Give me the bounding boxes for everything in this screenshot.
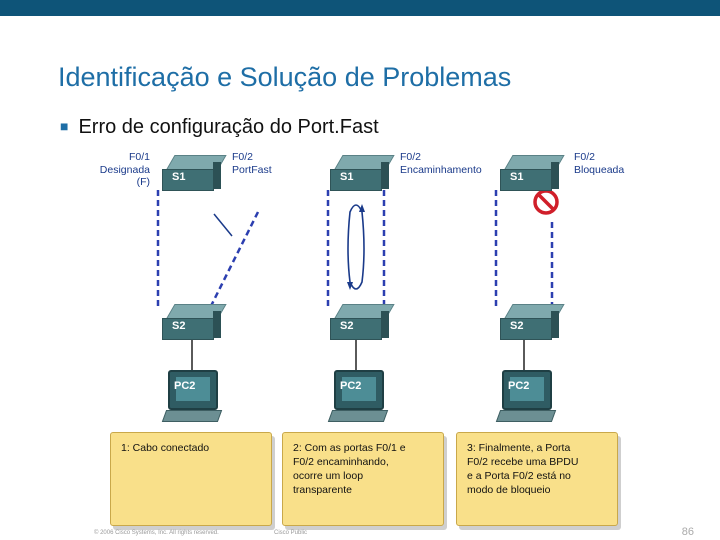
footer-copyright: © 2006 Cisco Systems, Inc. All rights re… [94,530,219,536]
blocked-icon [533,189,559,215]
switch-icon: S1 [330,155,395,191]
bullet-text: Erro de configuração do Port.Fast [78,116,379,138]
port-label-f02-portfast: F0/2 PortFast [232,151,272,176]
switch-icon: S2 [162,304,227,340]
footer-classification: Cisco Public [274,530,308,536]
switch-icon: S2 [330,304,395,340]
bullet-icon: ■ [60,118,69,134]
loop-arrow-icon [347,204,365,290]
pc-icon: PC2 [161,370,223,426]
switch-icon: S1 [500,155,565,191]
note-box-3: 3: Finalmente, a Porta F0/2 recebe uma B… [456,432,618,526]
switch-icon: S2 [500,304,565,340]
port-label-f02-forwarding: F0/2 Encaminhamento [400,151,482,176]
note-box-1: 1: Cabo conectado [110,432,272,526]
bullet-item: ■ Erro de configuração do Port.Fast [60,116,379,139]
slide-title: Identificação e Solução de Problemas [58,62,512,92]
link-f02-disconnected [208,211,260,309]
pc-icon: PC2 [327,370,389,426]
page-number: 86 [681,526,694,538]
top-bar [0,0,720,16]
cable-end-icon [213,213,233,237]
port-label-f02-blocked: F0/2 Bloqueada [574,151,625,176]
note-box-2: 2: Com as portas F0/1 e F0/2 encaminhand… [282,432,444,526]
switch-icon: S1 [162,155,227,191]
pc-icon: PC2 [495,370,557,426]
port-label-f01: F0/1 Designada (F) [99,151,150,188]
